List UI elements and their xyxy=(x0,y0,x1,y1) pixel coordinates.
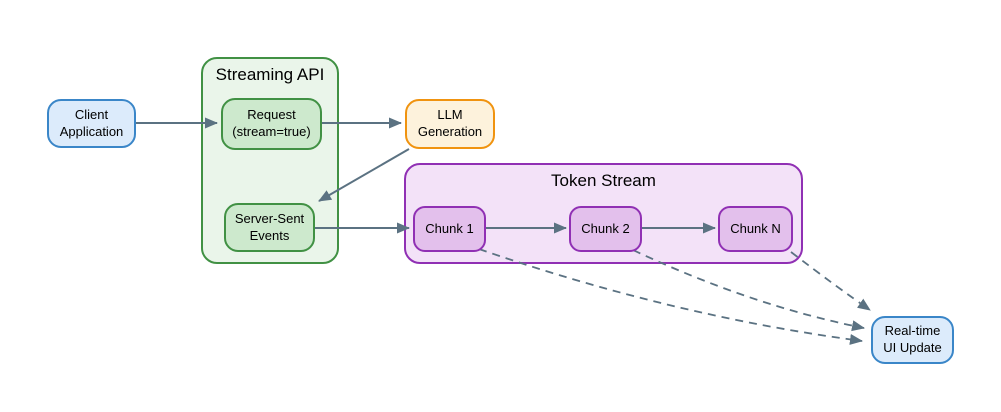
node-server-sent-events: Server-Sent Events xyxy=(224,203,315,252)
node-chunk-1: Chunk 1 xyxy=(413,206,486,252)
edge-chunkN-to-realtime xyxy=(790,251,871,311)
node-realtime-ui-update-label: Real-time UI Update xyxy=(883,323,942,355)
node-chunk-n-label: Chunk N xyxy=(730,220,781,236)
node-llm-generation-label: LLM Generation xyxy=(417,107,483,139)
node-chunk-1-label: Chunk 1 xyxy=(425,220,474,236)
node-request-stream-true-label: Request (stream=true) xyxy=(232,107,311,139)
node-request-stream-true: Request (stream=true) xyxy=(221,98,322,150)
node-llm-generation: LLM Generation xyxy=(405,99,495,149)
token-stream-title: Token Stream xyxy=(551,171,656,190)
node-chunk-2-label: Chunk 2 xyxy=(581,220,630,236)
streaming-api-title: Streaming API xyxy=(215,65,325,84)
node-client-application-label: Client Application xyxy=(59,106,124,139)
node-client-application: Client Application xyxy=(47,99,136,148)
node-chunk-2: Chunk 2 xyxy=(569,206,642,252)
node-server-sent-events-label: Server-Sent Events xyxy=(234,210,305,243)
node-chunk-n: Chunk N xyxy=(718,206,793,252)
node-realtime-ui-update: Real-time UI Update xyxy=(871,316,954,364)
